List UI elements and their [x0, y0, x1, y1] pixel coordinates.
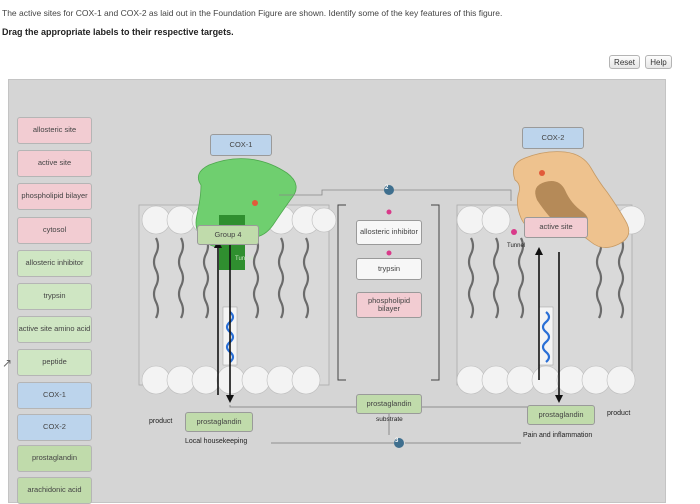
target-phospholipid-bilayer[interactable]: phospholipid bilayer: [356, 292, 422, 318]
badge-bottom-number: 3: [395, 438, 399, 444]
cox1-active-residue: [252, 200, 258, 206]
target-prostaglandin-left[interactable]: prostaglandin: [185, 412, 253, 432]
target-prostaglandin-right[interactable]: prostaglandin: [527, 405, 595, 425]
activity-workspace: 2 3 allosteric site active site phospholip…: [8, 79, 666, 504]
target-allosteric-inhibitor[interactable]: allosteric inhibitor: [356, 220, 422, 245]
instruction-text: The active sites for COX-1 and COX-2 as …: [2, 8, 503, 18]
left-lipid-heads-bottom: [141, 365, 321, 395]
label-tile[interactable]: COX-1: [17, 382, 92, 409]
substrate-label: substrate: [376, 416, 403, 423]
reset-button[interactable]: Reset: [609, 55, 640, 69]
label-tile[interactable]: prostaglandin: [17, 445, 92, 472]
key-marker-trypsin: [386, 250, 392, 256]
cox2-active-residue: [539, 170, 545, 176]
connector-top: [279, 189, 512, 201]
cox-diagram: [138, 151, 646, 448]
key-bracket-right: [431, 204, 440, 381]
product-left-label: product: [149, 418, 173, 425]
local-housekeeping-label: Local housekeeping: [185, 438, 248, 445]
instruction-drag-text: Drag the appropriate labels to their res…: [2, 27, 234, 37]
cox2-helix: [541, 311, 551, 363]
label-tile[interactable]: active site: [17, 150, 92, 177]
label-tile[interactable]: arachidonic acid: [17, 477, 92, 504]
label-tile[interactable]: allosteric inhibitor: [17, 250, 92, 277]
cox1-helix: [225, 311, 235, 363]
label-tile[interactable]: active site amino acid: [17, 316, 92, 343]
target-group4[interactable]: Group 4: [197, 225, 259, 245]
badge-top-number: 2: [385, 185, 389, 191]
target-cox2[interactable]: COX-2: [522, 127, 584, 149]
product-right-label: product: [607, 410, 631, 417]
label-tile[interactable]: cytosol: [17, 217, 92, 244]
cox2-helix-box: [538, 306, 554, 366]
badge-bottom: [394, 438, 404, 448]
target-cox1[interactable]: COX-1: [210, 134, 272, 156]
target-prostaglandin-substrate[interactable]: prostaglandin: [356, 394, 422, 414]
key-bracket-left: [337, 204, 346, 381]
label-tile[interactable]: COX-2: [17, 414, 92, 441]
help-button[interactable]: Help: [645, 55, 672, 69]
target-active-site[interactable]: active site: [524, 217, 588, 238]
right-lipid-heads-bottom: [456, 365, 636, 395]
key-marker-allosteric: [386, 209, 392, 215]
label-tile[interactable]: peptide: [17, 349, 92, 376]
label-tile[interactable]: allosteric site: [17, 117, 92, 144]
left-lipid-tails: [152, 237, 310, 319]
cox2-allosteric-marker: [511, 229, 517, 235]
badge-top: [384, 185, 394, 195]
tunnel-left-label: Tunnel: [235, 256, 254, 262]
pain-inflammation-label: Pain and inflammation: [523, 432, 593, 439]
mouse-pointer-icon: ↗: [2, 356, 13, 370]
right-lipid-tails: [467, 237, 625, 319]
tunnel-right-label: Tunnel: [507, 243, 526, 249]
target-trypsin[interactable]: trypsin: [356, 258, 422, 280]
label-tile[interactable]: phospholipid bilayer: [17, 183, 92, 210]
label-tile[interactable]: trypsin: [17, 283, 92, 310]
